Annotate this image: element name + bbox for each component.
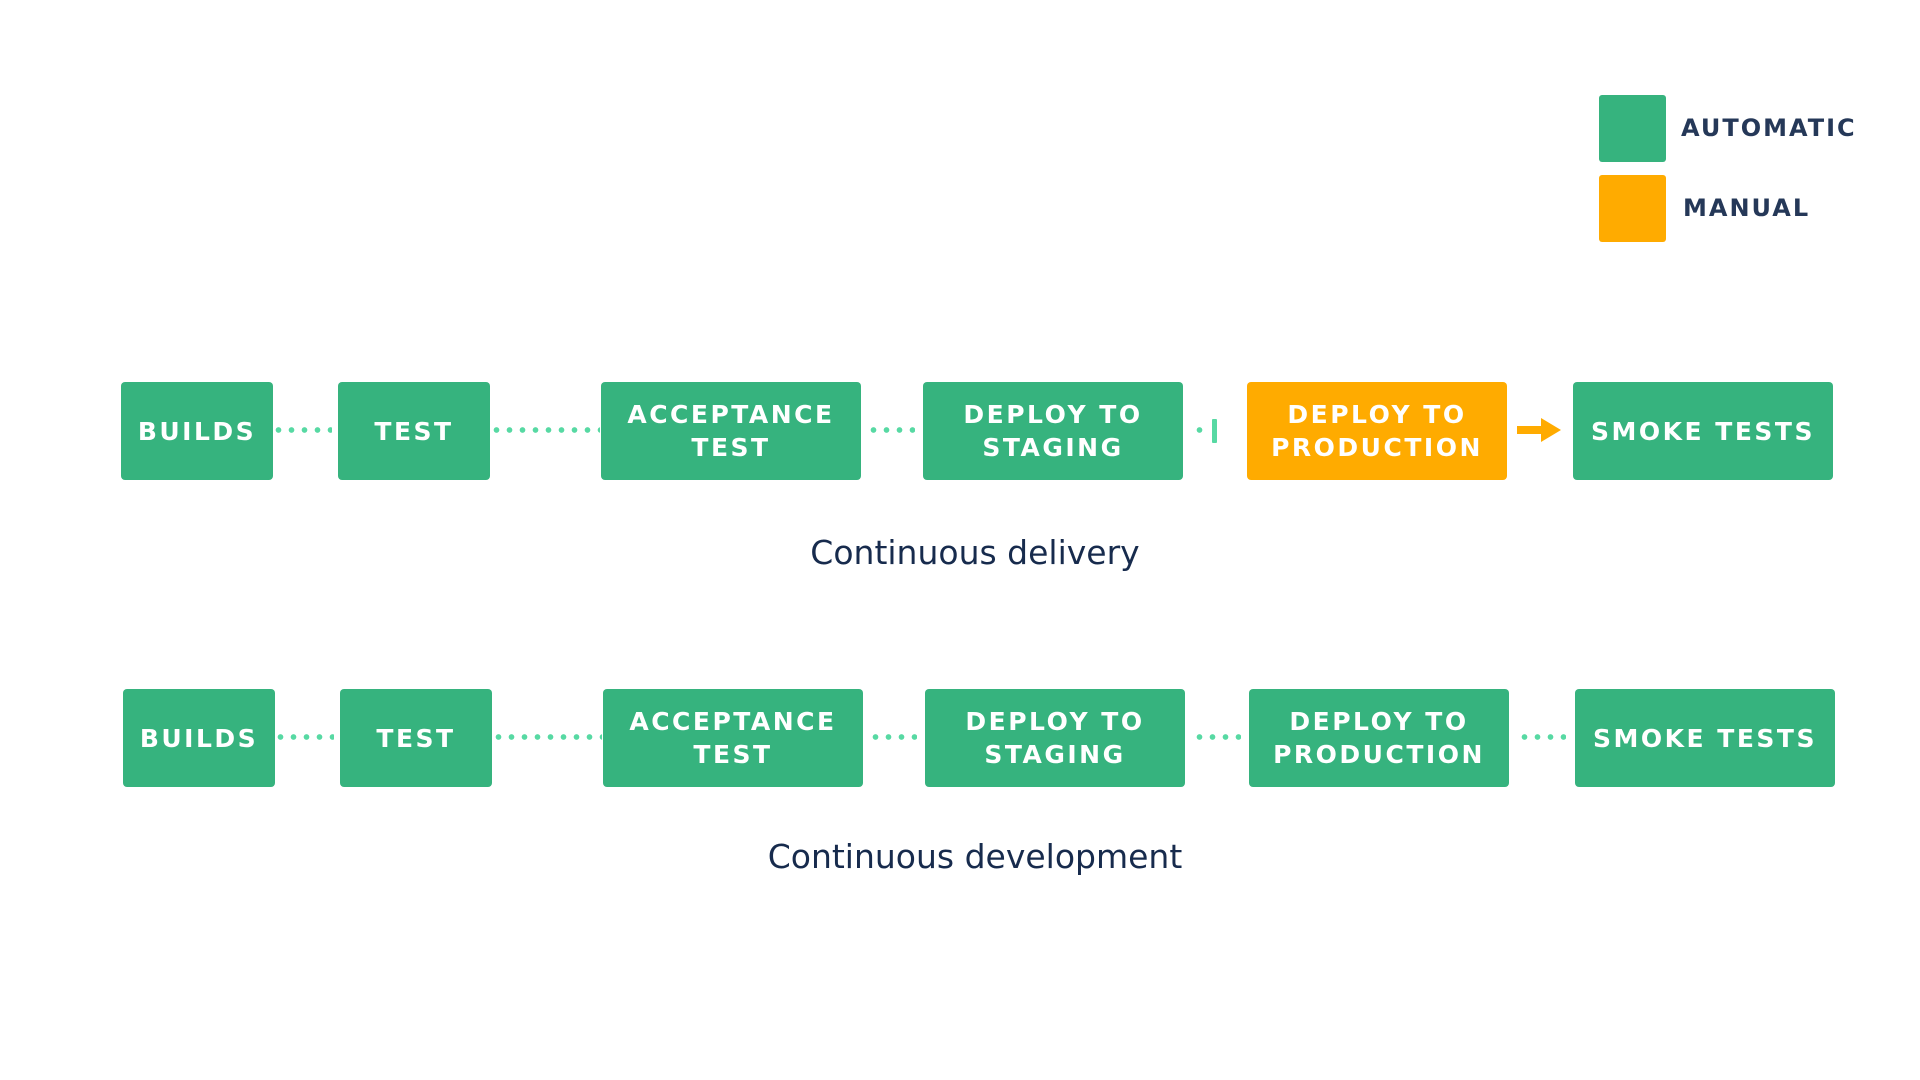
development-step-deploy-to-production: DEPLOY TO PRODUCTION: [1249, 689, 1509, 787]
development-step-builds: BUILDS: [123, 689, 275, 787]
delivery-connector-1: [272, 427, 332, 433]
development-connector-1: [274, 734, 334, 740]
delivery-connector-4: [1193, 427, 1203, 433]
delivery-manual-gate-marker: [1212, 419, 1217, 443]
development-step-test: TEST: [340, 689, 492, 787]
continuous-development-caption: Continuous development: [767, 837, 1183, 876]
delivery-connector-2: [490, 427, 600, 433]
development-connector-3: [869, 734, 917, 740]
delivery-step-test: TEST: [338, 382, 490, 480]
development-connector-5: [1518, 734, 1566, 740]
delivery-arrow: [1517, 418, 1561, 442]
development-connector-2: [492, 734, 602, 740]
delivery-step-deploy-to-production: DEPLOY TO PRODUCTION: [1247, 382, 1507, 480]
delivery-step-deploy-to-staging: DEPLOY TO STAGING: [923, 382, 1183, 480]
development-connector-4: [1193, 734, 1241, 740]
development-step-smoke-tests: SMOKE TESTS: [1575, 689, 1835, 787]
legend-automatic-swatch: [1599, 95, 1666, 162]
delivery-connector-3: [867, 427, 915, 433]
delivery-step-acceptance-test: ACCEPTANCE TEST: [601, 382, 861, 480]
development-step-acceptance-test: ACCEPTANCE TEST: [603, 689, 863, 787]
legend-automatic-label: AUTOMATIC: [1681, 114, 1857, 142]
delivery-step-builds: BUILDS: [121, 382, 273, 480]
legend-manual-swatch: [1599, 175, 1666, 242]
legend-manual-label: MANUAL: [1683, 194, 1811, 222]
continuous-delivery-caption: Continuous delivery: [810, 533, 1140, 572]
development-step-deploy-to-staging: DEPLOY TO STAGING: [925, 689, 1185, 787]
delivery-step-smoke-tests: SMOKE TESTS: [1573, 382, 1833, 480]
